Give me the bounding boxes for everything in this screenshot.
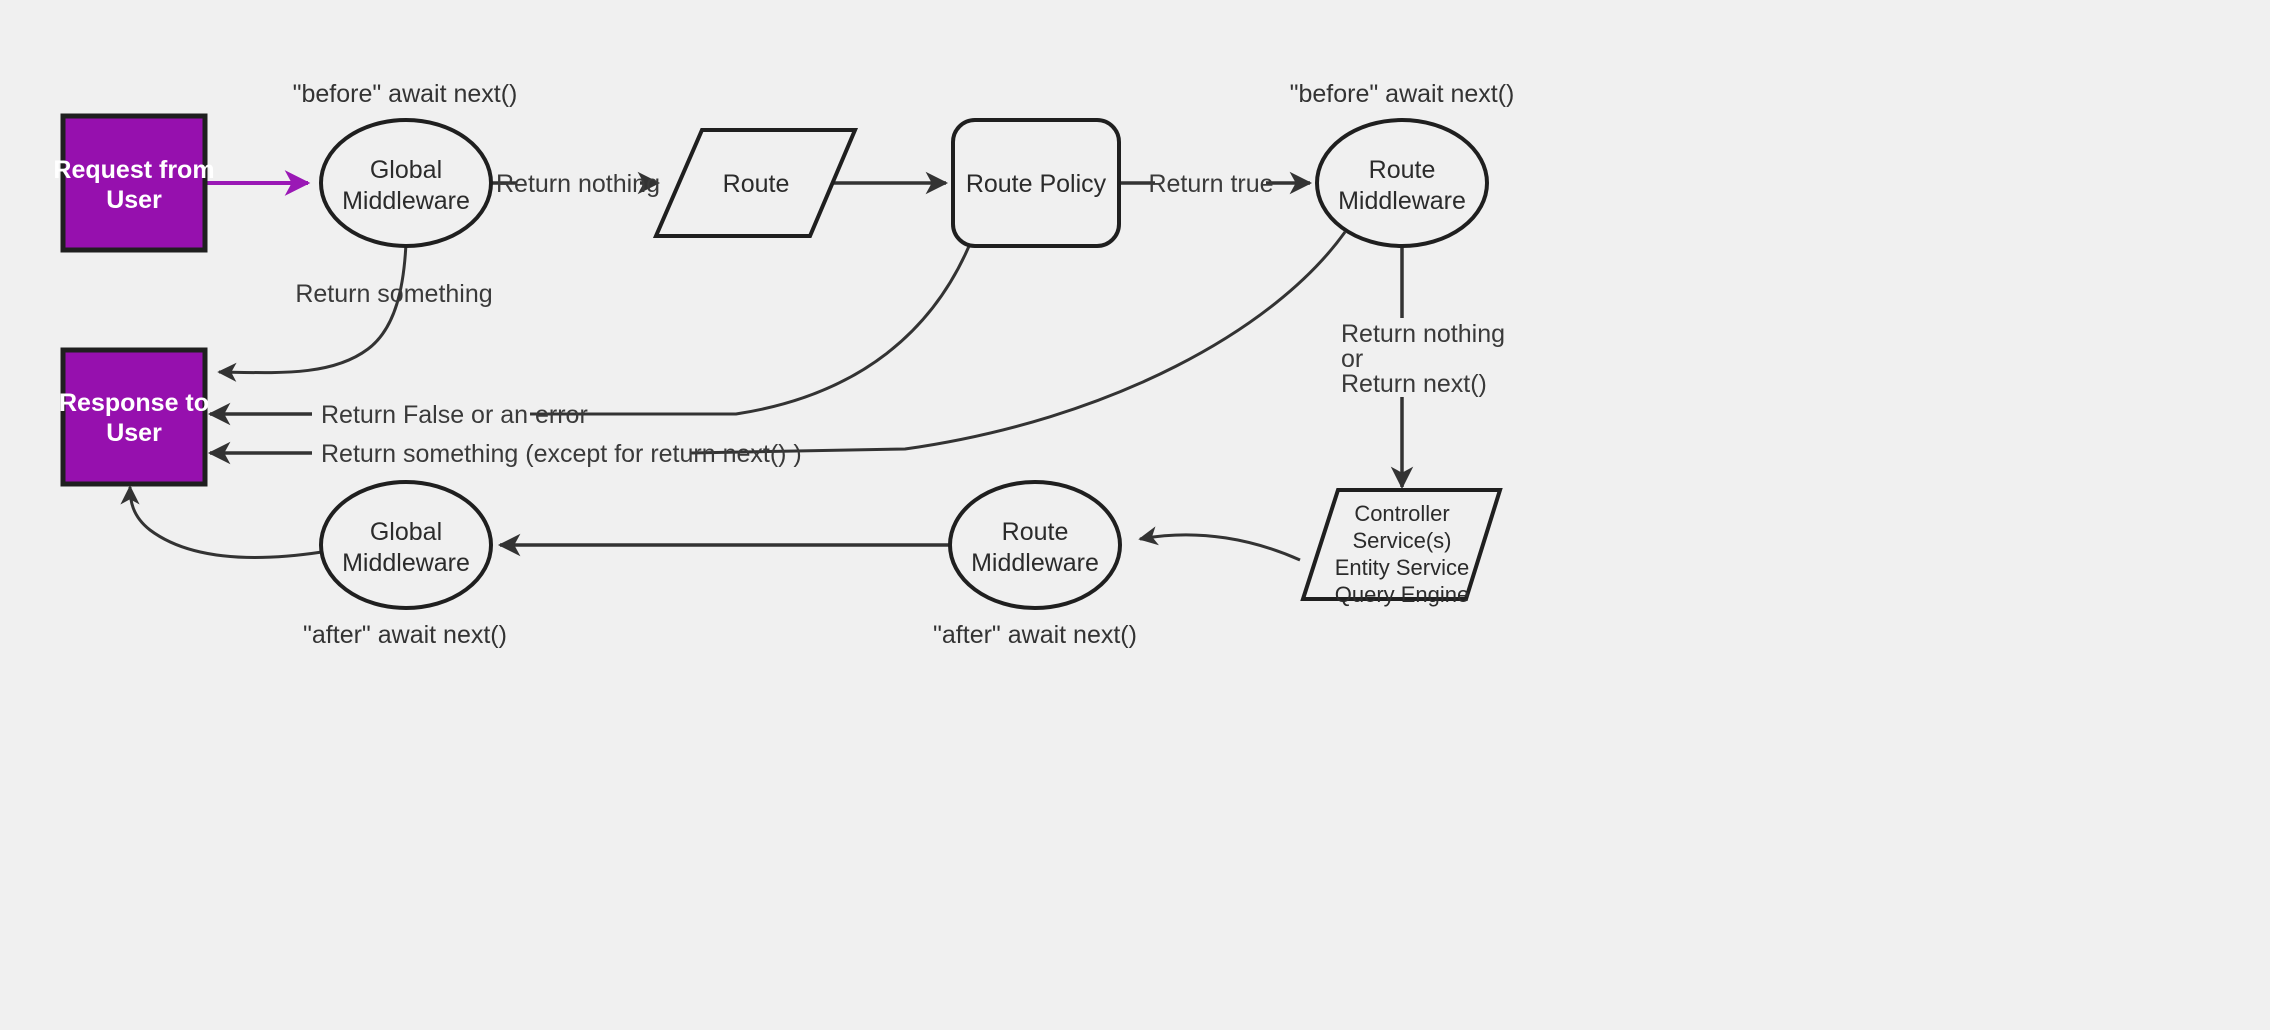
edge-route-policy-return-false-curve (530, 238, 974, 416)
global-middleware-before-label-line2: Middleware (342, 187, 470, 215)
node-response-to-user[interactable]: Response to User (59, 347, 209, 487)
node-global-middleware-before[interactable]: Global Middleware (319, 118, 493, 248)
edge-global-middleware-after-to-response (120, 485, 323, 559)
route-middleware-before-label-line1: Route (1369, 156, 1436, 184)
annotation-before-route-middleware: "before" await next() (1290, 80, 1515, 108)
edge-label-return-nothing-or-next-line1: Return nothing (1341, 320, 1505, 348)
route-middleware-after-label-line2: Middleware (971, 549, 1099, 577)
edge-label-return-false-or-error: Return False or an error (321, 401, 588, 429)
global-middleware-before-label-line1: Global (370, 156, 442, 184)
request-from-user-label-line2: User (106, 186, 162, 214)
node-route-middleware-after[interactable]: Route Middleware (948, 480, 1122, 610)
edge-label-return-something-except-next: Return something (except for return next… (321, 440, 802, 468)
edge-label-return-something: Return something (295, 280, 492, 308)
response-to-user-label-line1: Response to (59, 389, 209, 417)
node-request-from-user[interactable]: Request from User (53, 113, 215, 253)
controller-services-line-4: Query Engine (1335, 582, 1470, 607)
edge-label-return-nothing-or-next-line2: or (1341, 345, 1363, 373)
node-global-middleware-after[interactable]: Global Middleware (319, 480, 493, 610)
controller-services-line-3: Entity Service (1335, 555, 1470, 580)
global-middleware-after-label-line2: Middleware (342, 549, 470, 577)
route-label: Route (723, 170, 790, 198)
controller-services-line-1: Controller (1354, 501, 1449, 526)
edge-label-return-true: Return true (1148, 170, 1273, 198)
global-middleware-after-label-line1: Global (370, 518, 442, 546)
edge-controller-to-route-middleware-after (1138, 526, 1301, 562)
node-route-policy[interactable]: Route Policy (951, 118, 1121, 248)
route-middleware-after-label-line1: Route (1002, 518, 1069, 546)
response-to-user-label-line2: User (106, 419, 162, 447)
edge-route-middleware-return-something-curve (689, 231, 1347, 455)
route-policy-label: Route Policy (966, 170, 1107, 198)
annotation-after-route-middleware: "after" await next() (933, 621, 1137, 649)
edge-global-middleware-return-something (217, 242, 408, 382)
node-route-middleware-before[interactable]: Route Middleware (1315, 118, 1489, 248)
controller-services-line-2: Service(s) (1352, 528, 1451, 553)
edge-label-return-nothing: Return nothing (496, 170, 660, 198)
annotation-before-global-middleware: "before" await next() (293, 80, 518, 108)
route-middleware-before-label-line2: Middleware (1338, 187, 1466, 215)
edge-label-return-nothing-or-next-line3: Return next() (1341, 370, 1487, 398)
node-route[interactable]: Route (652, 128, 859, 238)
request-from-user-label-line1: Request from (53, 156, 214, 184)
node-controller-services[interactable]: Controller Service(s) Entity Service Que… (1300, 488, 1503, 607)
annotation-after-global-middleware: "after" await next() (303, 621, 507, 649)
